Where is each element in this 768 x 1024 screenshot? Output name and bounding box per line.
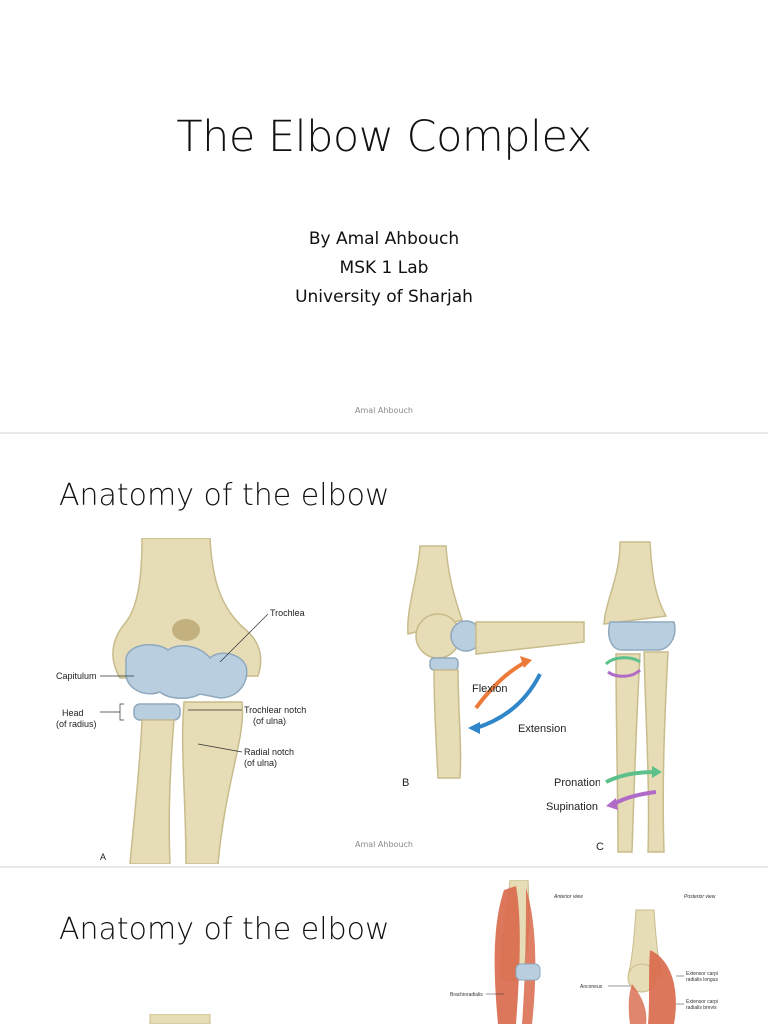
elbow-anterior-figure: Trochlea Capitulum Head (of radius) Troc… <box>56 538 306 864</box>
supination-arrowhead <box>606 798 618 810</box>
radius-head-shape <box>133 703 181 721</box>
extension-arrowhead <box>468 722 480 734</box>
label-supination: Supination <box>546 801 598 813</box>
label-pronation: Pronation <box>554 777 600 789</box>
rotation-labels: Pronation Supination <box>546 777 600 813</box>
label-capitulum: Capitulum <box>56 671 97 681</box>
slide-title: The Elbow Complex <box>176 112 592 162</box>
slide-heading: Anatomy of the elbow <box>59 478 390 513</box>
humerus-rotation-shape <box>603 541 668 625</box>
label-of-ulna-2: (of ulna) <box>244 758 277 768</box>
title-slide: The Elbow Complex By Amal Ahbouch MSK 1 … <box>0 0 768 432</box>
radial-notch-leader <box>197 743 243 753</box>
flexion-arrow <box>474 660 527 710</box>
elbow-flexion-figure: Flexion Extension B <box>402 545 585 789</box>
course-line: MSK 1 Lab <box>339 258 429 278</box>
label-of-ulna-1: (of ulna) <box>253 716 286 726</box>
panel-letter-b: B <box>402 777 409 789</box>
label-radial-notch: Radial notch <box>244 747 294 757</box>
label-anconeus: Anconeus <box>580 984 603 990</box>
ulna-shape <box>181 701 244 864</box>
extension-arrow <box>475 673 542 730</box>
label-ecrl-1: Extensor carpi <box>686 971 718 977</box>
label-posterior-view: Posterior view <box>684 894 716 900</box>
label-brachioradialis: Brachioradialis <box>450 992 483 998</box>
forearm-muscle-shape <box>522 888 536 1024</box>
label-ecrl-2: radialis longus <box>686 977 718 983</box>
panel-letter-c: C <box>596 841 604 853</box>
forearm-horizontal-shape <box>475 621 585 655</box>
flexion-arrowhead <box>520 656 532 668</box>
brachioradialis-muscle-shape <box>494 886 520 1024</box>
partial-bone-shape <box>149 1014 211 1024</box>
humerus-shape <box>112 538 262 679</box>
pronation-arrow <box>605 770 655 784</box>
label-flexion: Flexion <box>472 683 507 695</box>
university-line: University of Sharjah <box>295 287 473 307</box>
slide-footer: Amal Ahbouch <box>355 406 413 415</box>
trochlea-leader <box>219 613 269 663</box>
radius-head-lateral-shape <box>429 657 459 671</box>
label-head: Head <box>62 708 84 718</box>
slide-divider <box>0 432 768 434</box>
label-anterior-view: Anterior view <box>553 894 583 900</box>
anconeus-muscle-shape <box>628 984 647 1024</box>
elbow-muscles-figure: Anterior view Brachioradialis Posterior … <box>450 880 718 1024</box>
elbow-rotation-figure: C <box>596 541 676 853</box>
slide-heading: Anatomy of the elbow <box>59 912 390 947</box>
forearm-vertical-shape <box>433 669 462 779</box>
label-ecrb-2: radialis brevis <box>686 1005 717 1011</box>
radius-shaft-shape <box>129 719 175 864</box>
label-ecrb-1: Extensor carpi <box>686 999 718 1005</box>
radius-rotation-shape <box>615 653 641 853</box>
upper-supination-arrow <box>607 668 642 678</box>
anatomy-slide-2: Anatomy of the elbow Anterior view Brach… <box>0 868 768 1024</box>
ulna-rotation-shape <box>643 651 669 853</box>
pronation-arrowhead <box>652 766 662 778</box>
trochlea-capitulum-shape <box>125 644 248 699</box>
slide-divider <box>0 866 768 868</box>
olecranon-fossa-shape <box>172 619 200 641</box>
elbow-cartilage-shape <box>515 963 541 981</box>
author-line: By Amal Ahbouch <box>308 229 460 249</box>
extensor-muscle-shape <box>648 950 676 1024</box>
slide-footer: Amal Ahbouch <box>355 840 413 849</box>
label-trochlear-notch: Trochlear notch <box>244 705 306 715</box>
partial-bone-figure <box>149 1014 211 1024</box>
label-trochlea: Trochlea <box>270 608 305 618</box>
distal-humerus-cartilage-shape <box>608 621 676 651</box>
label-extension: Extension <box>518 723 566 735</box>
head-leader <box>100 703 124 721</box>
panel-letter-a: A <box>100 852 106 862</box>
anatomy-slide: Anatomy of the elbow Trochlea Capitulum … <box>0 434 768 866</box>
label-of-radius: (of radius) <box>56 719 97 729</box>
upper-pronation-arrow <box>604 656 641 666</box>
